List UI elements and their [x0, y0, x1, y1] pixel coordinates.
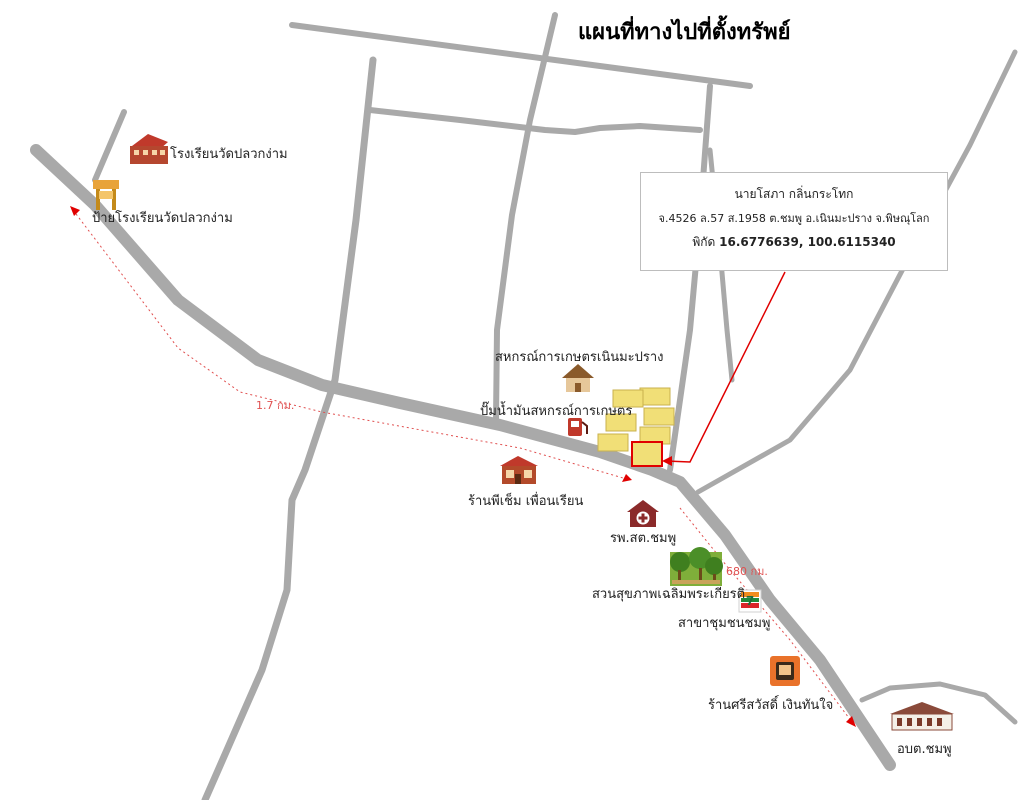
house-icon	[562, 364, 594, 392]
shop-icon	[500, 456, 538, 484]
seven-eleven-icon: 7	[738, 589, 762, 613]
shop-srisawat-label: ร้านศรีสวัสดิ์ เงินทันใจ	[708, 698, 834, 713]
road-top-horizontal	[289, 22, 753, 89]
coordinates-value: 16.6776639, 100.6115340	[719, 235, 896, 249]
shop-peaksem-label: ร้านพีเช็ม เพื่อนเรียน	[468, 494, 584, 509]
coop-label: สหกรณ์การเกษตรเนินมะปราง	[495, 350, 664, 365]
gas-pump-icon	[568, 418, 588, 436]
sao-label: อบต.ชมพู	[897, 742, 952, 757]
arrow-head-hospital	[622, 474, 632, 482]
hospital-label: รพ.สต.ชมพู	[610, 531, 677, 546]
road-northeast	[695, 49, 1018, 495]
road-middle-horizontal	[367, 107, 703, 135]
road-school	[92, 109, 127, 183]
school-icon	[130, 134, 168, 164]
coordinates-line: พิกัด 16.6776639, 100.6115340	[641, 233, 947, 252]
park-label: สวนสุขภาพเฉลิมพระเกียรติ	[592, 587, 746, 602]
arrow-head-west	[70, 206, 80, 216]
plot-pointer-arrow	[662, 456, 672, 466]
owner-name: นายโสภา กลิ่นกระโทก	[734, 187, 854, 201]
hospital-icon	[627, 500, 659, 527]
arrow-head-southeast	[846, 716, 856, 727]
government-building-icon	[890, 702, 954, 731]
road-middle-vertical	[493, 12, 558, 423]
road-west-vertical	[201, 56, 377, 800]
park-icon	[670, 547, 723, 586]
distance-line-west	[72, 209, 631, 481]
distance-label-west: 1.7 กม.	[256, 399, 295, 412]
seven-eleven-label: สาขาชุมชนชมพู	[678, 616, 771, 631]
parcel-details: จ.4526 ล.57 ส.1958 ต.ชมพู อ.เนินมะปราง จ…	[658, 212, 930, 225]
road-southeast-curve	[859, 681, 1018, 725]
target-plot-icon	[631, 441, 663, 467]
svg-text:7: 7	[746, 594, 754, 608]
main-road	[30, 144, 896, 771]
property-info-box: นายโสภา กลิ่นกระโทก จ.4526 ล.57 ส.1958 ต…	[640, 172, 948, 271]
school-sign-label: ป้ายโรงเรียนวัดปลวกง่าม	[92, 211, 233, 226]
map-title: แผนที่ทางไปที่ตั้งทรัพย์	[578, 20, 791, 45]
store-icon	[770, 656, 800, 686]
plot-pointer-line	[665, 271, 786, 463]
land-lot-icon	[597, 387, 675, 452]
gas-station-label: ปั๊มน้ำมันสหกรณ์การเกษตร	[480, 404, 633, 419]
road-east-vertical	[667, 83, 713, 473]
coordinates-prefix: พิกัด	[692, 235, 716, 249]
sign-icon	[93, 180, 119, 210]
distance-label-southeast: 680 กม.	[726, 565, 768, 578]
school-label: โรงเรียนวัดปลวกง่าม	[170, 147, 288, 162]
